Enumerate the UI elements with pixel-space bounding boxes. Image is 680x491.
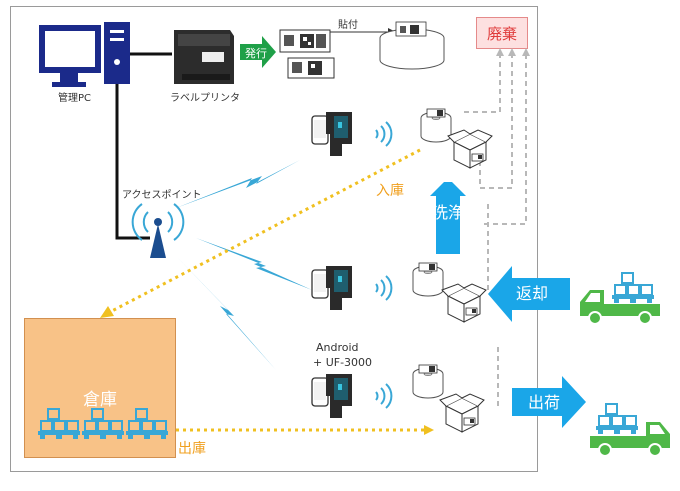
pallet-icon-wh-2: [81, 408, 125, 440]
wifi-icon-2: [375, 275, 393, 301]
dispose-flow-lines: [464, 52, 527, 406]
wash-label: 洗浄: [432, 203, 464, 222]
attach-label: 貼付: [338, 20, 358, 31]
wash-arrow: [430, 182, 466, 254]
scanner-icon-2: [311, 265, 353, 311]
wifi-icon-3: [375, 383, 393, 409]
wifi-icon-1: [375, 121, 393, 147]
reel-icon-3: [412, 364, 444, 399]
pallet-icon-wh-1: [37, 408, 81, 440]
pallet-icon-shipping: [595, 403, 639, 435]
device-label-line2: + UF-3000: [313, 356, 373, 369]
pc-label: 管理PC: [58, 93, 92, 104]
printer-label: ラベルプリンタ: [170, 93, 240, 104]
dispose-box: 廃棄: [476, 17, 528, 49]
scanner-icon-3: [311, 373, 353, 419]
access-point-label: アクセスポイント: [122, 190, 202, 201]
warehouse-label: 倉庫: [83, 390, 117, 410]
diagram-frame: [10, 6, 538, 472]
dispose-label: 廃棄: [486, 24, 517, 43]
box-icon-3: [439, 393, 485, 433]
issue-arrow: [240, 36, 276, 68]
pc-tower-icon: [104, 22, 130, 84]
device-label-line1: Android: [316, 341, 359, 354]
shipping-arrow: [512, 376, 586, 428]
issue-label: 発行: [245, 46, 267, 60]
dispatch-arrowhead: [424, 425, 434, 435]
antenna-icon: [131, 203, 185, 258]
reel-icon-1: [420, 108, 452, 143]
receiving-arrowhead: [100, 306, 114, 318]
reel-icon-top: [379, 21, 445, 70]
return-arrow: [488, 266, 570, 322]
dispatch-out-label: 出庫: [178, 441, 206, 457]
scanner-icon-1: [311, 111, 353, 157]
label-icon: [279, 29, 331, 53]
box-icon-2: [441, 283, 487, 323]
shipping-label: 出荷: [528, 393, 560, 412]
receiving-label: 入庫: [376, 183, 404, 199]
goods-flow-lines: [109, 148, 424, 432]
monitor-icon: [39, 25, 101, 87]
box-icon-1: [447, 129, 493, 169]
printer-icon: [174, 30, 234, 84]
pallet-icon-return: [611, 272, 655, 304]
return-label: 返却: [516, 284, 548, 303]
label-icon-2: [287, 57, 335, 79]
reel-icon-2: [412, 262, 444, 297]
wireless-links: [176, 160, 312, 370]
pallet-icon-wh-3: [125, 408, 169, 440]
